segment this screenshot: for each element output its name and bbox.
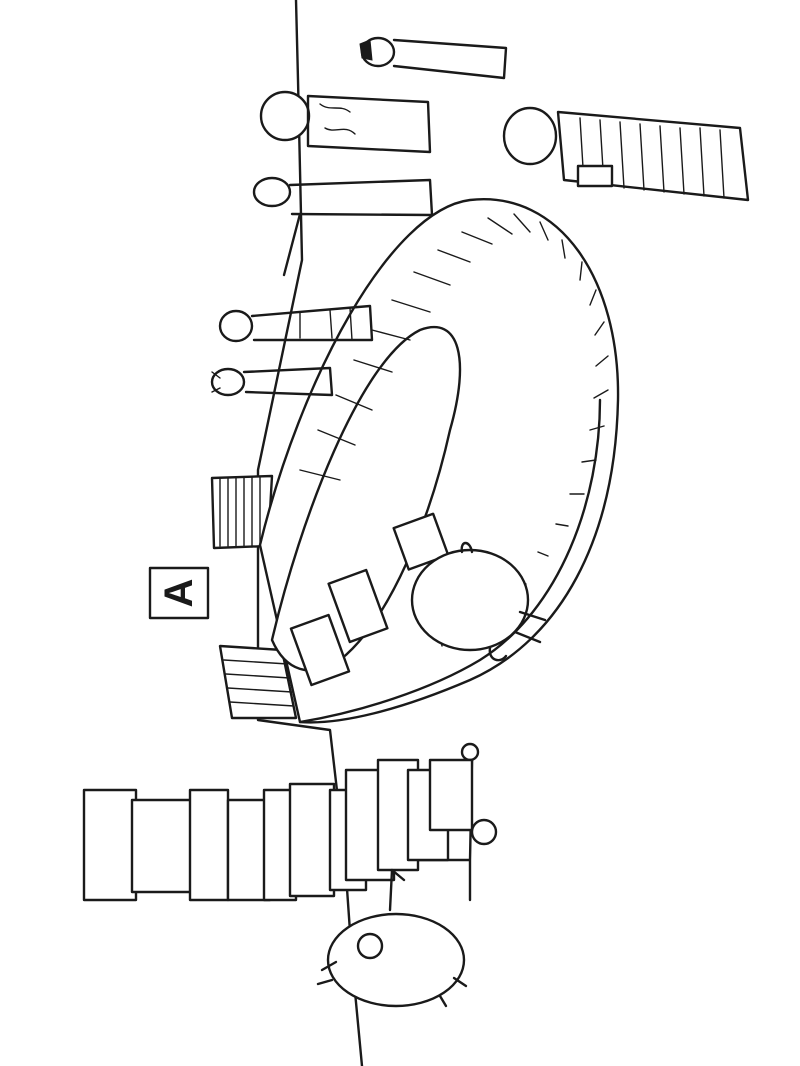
carousel-chute-top	[212, 476, 272, 548]
bag-on-carousel	[329, 570, 388, 642]
pig-on-carousel	[412, 543, 545, 660]
suitcase	[290, 784, 334, 896]
bag-on-carousel	[394, 514, 449, 570]
suitcase	[430, 760, 472, 830]
luggage-cart	[84, 744, 496, 900]
sign-letter: A	[157, 579, 201, 608]
suitcase	[190, 790, 228, 900]
pig-pushing-cart	[318, 870, 466, 1006]
bag-on-carousel	[291, 615, 349, 685]
baggage-claim-sign: A	[150, 568, 208, 618]
person-small-cap	[360, 38, 506, 78]
person-striped-robe	[504, 108, 748, 200]
carousel-chute-bottom	[220, 646, 296, 718]
suitcase	[84, 790, 136, 900]
baggage-carousel	[260, 199, 618, 722]
person-pointing	[254, 178, 432, 275]
suitcase	[132, 800, 194, 892]
person-long-hair	[212, 368, 332, 395]
person-with-bag	[220, 306, 372, 341]
person-curly-hair	[261, 92, 430, 152]
